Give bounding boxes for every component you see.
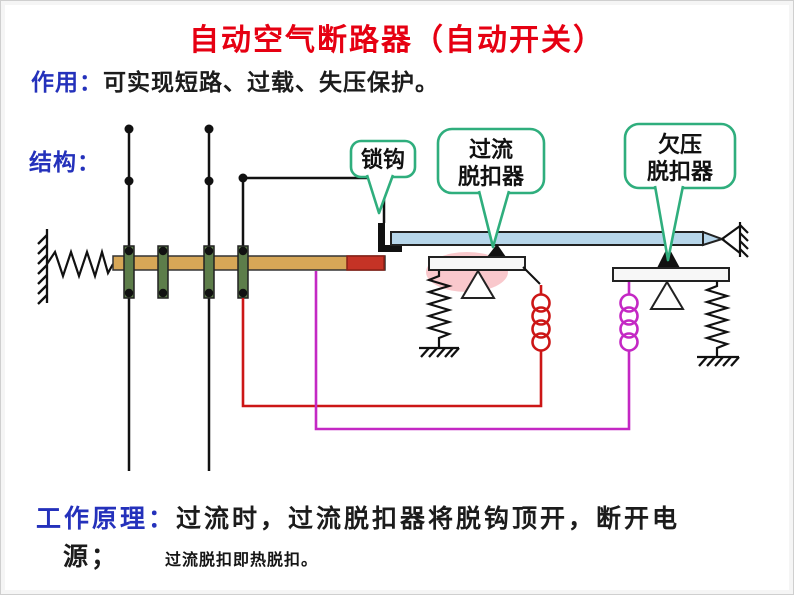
undervoltage-spring [703, 281, 731, 356]
undervoltage-ground [697, 355, 740, 367]
overcurrent-circuit-wire [241, 298, 543, 408]
overcurrent-link [522, 266, 541, 285]
undervoltage-lever [612, 267, 730, 282]
page-title: 自动空气断路器（自动开关） [189, 23, 605, 58]
contact-bar-red-tip [346, 255, 385, 271]
principle-label: 工作原理： [36, 504, 177, 533]
undervoltage-pivot [649, 280, 685, 310]
undervoltage-circuit-wire [314, 271, 631, 431]
undervoltage-coil [314, 271, 639, 431]
junction-dots [124, 124, 248, 186]
contact-dots [124, 246, 248, 298]
contact-blades [123, 245, 249, 299]
function-label: 作用： [31, 70, 103, 96]
trip-beam [390, 230, 726, 247]
overcurrent-spring [425, 271, 453, 347]
structure-label: 结构： [29, 150, 101, 176]
callout-undervoltage: 欠压 脱扣器 [623, 122, 737, 262]
release-spring [46, 248, 114, 280]
function-text: 可实现短路、过载、失压保护。 [103, 70, 439, 96]
callout-lock-hook-label: 锁钩 [361, 147, 405, 173]
wall-anchor-left [37, 229, 49, 305]
overcurrent-pivot [460, 269, 496, 299]
overcurrent-coil [241, 285, 551, 408]
overcurrent-lever [428, 256, 526, 271]
lock-hook-shape [378, 223, 402, 252]
principle-note: 过流脱扣即热脱扣。 [165, 550, 319, 569]
contact-bar [112, 255, 386, 271]
callout-undervoltage-line2: 脱扣器 [647, 160, 714, 185]
overcurrent-pawl [487, 244, 506, 257]
overcurrent-release [419, 244, 541, 358]
callout-overcurrent-line2: 脱扣器 [458, 165, 525, 190]
principle-text-2: 源； [63, 542, 120, 571]
callout-lock-hook: 锁钩 [349, 139, 417, 215]
callout-overcurrent-line1: 过流 [469, 137, 513, 163]
wall-bracket-right [721, 222, 749, 258]
principle-text: 过流时，过流脱扣器将脱钩顶开，断开电 [176, 504, 681, 533]
function-line: 作用：可实现短路、过载、失压保护。 [31, 63, 439, 97]
callout-overcurrent: 过流 脱扣器 [436, 127, 546, 249]
overcurrent-ground [419, 346, 460, 358]
undervoltage-release [612, 246, 740, 367]
principle-line2: 源； 过流脱扣即热脱扣。 [63, 537, 318, 573]
principle-line1: 工作原理：过流时，过流脱扣器将脱钩顶开，断开电 [36, 499, 680, 535]
callout-undervoltage-line1: 欠压 [658, 132, 702, 158]
